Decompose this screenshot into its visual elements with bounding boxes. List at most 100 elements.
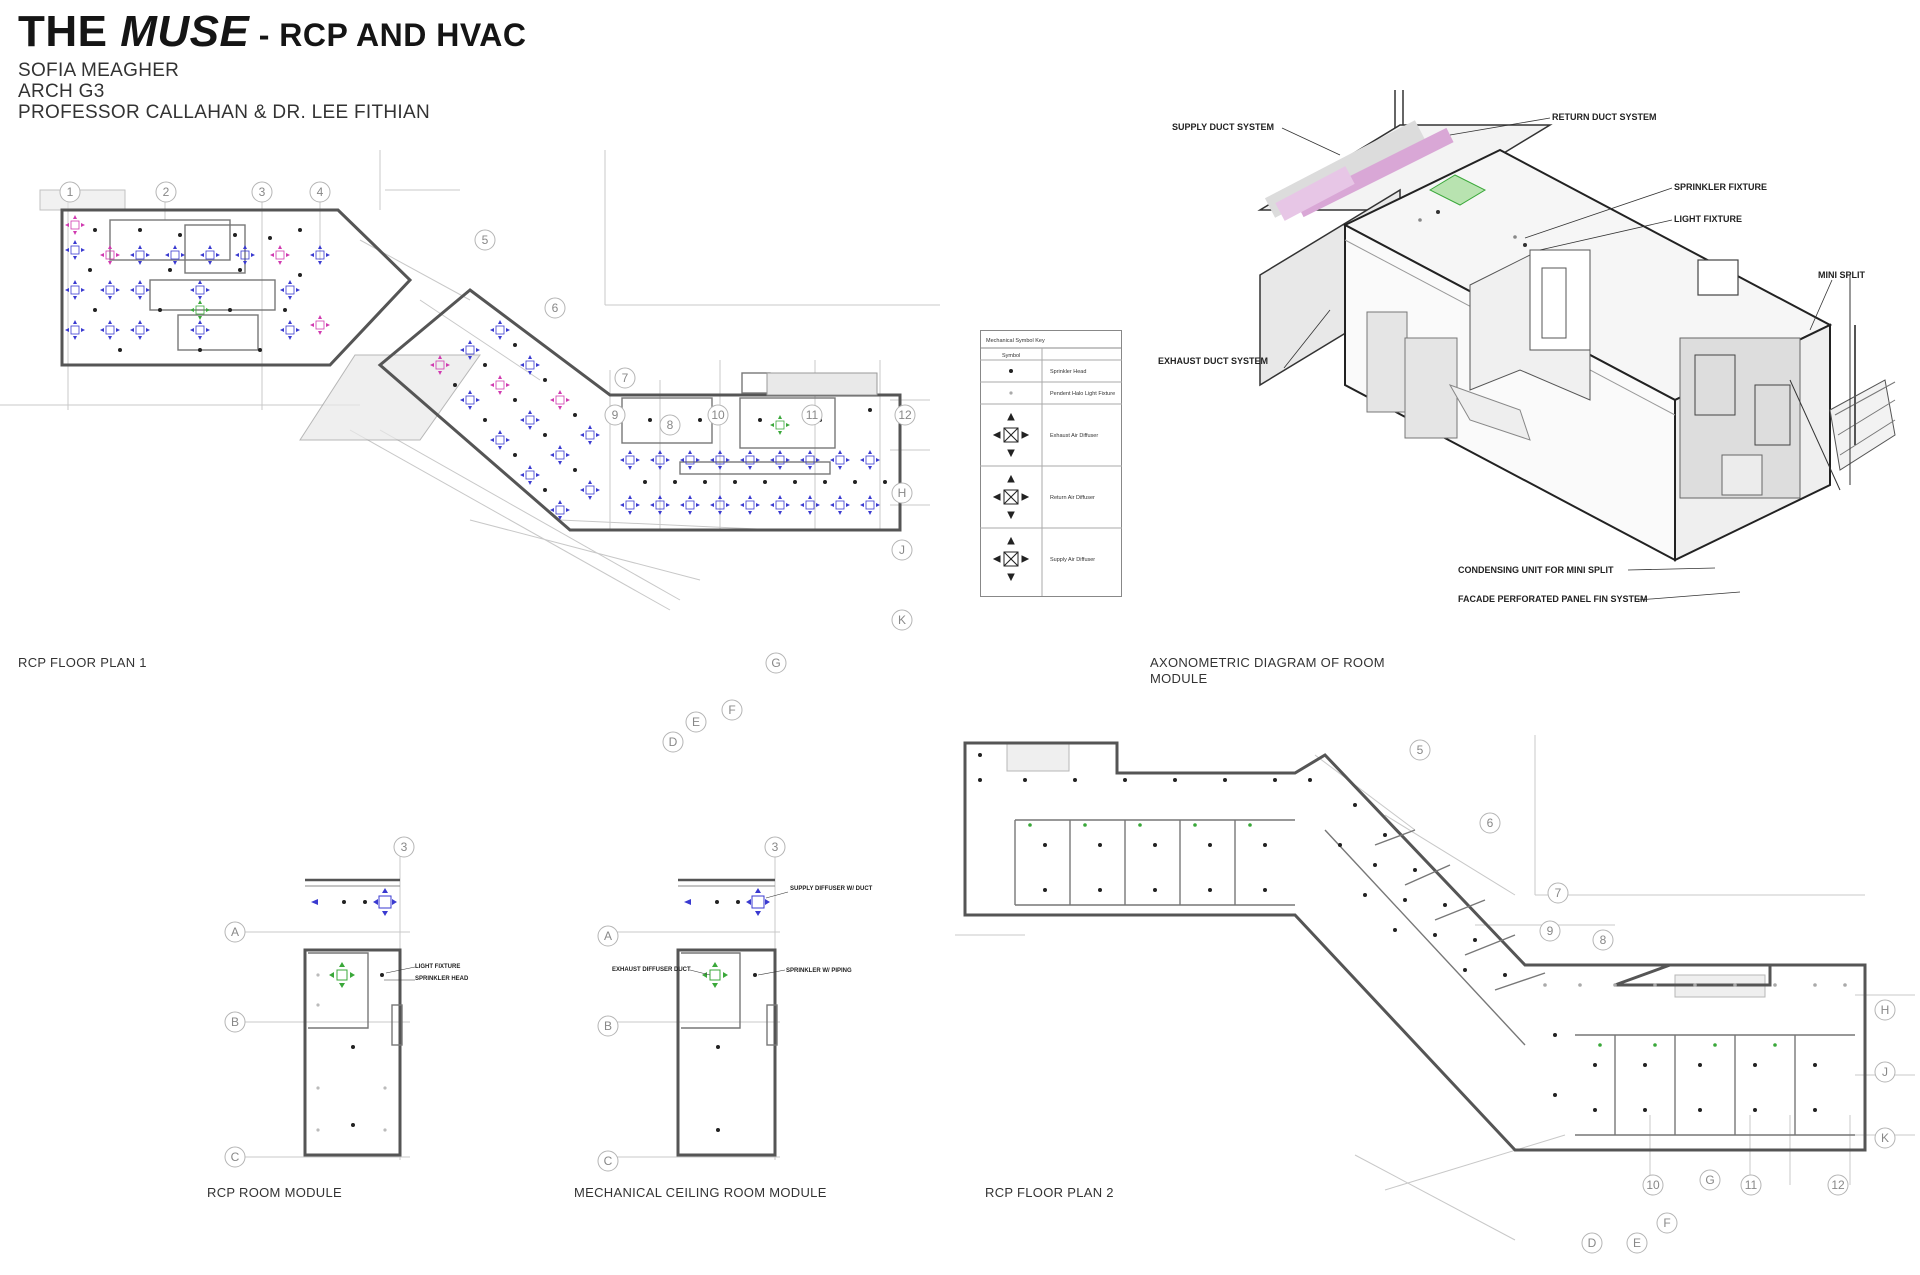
plan1-sprinkler-head [698, 418, 702, 422]
plan1-diffuser [860, 495, 880, 515]
plan1-diffuser [580, 425, 600, 445]
plan2-sprinkler-head [1338, 843, 1342, 847]
plan1-diffuser [520, 410, 540, 430]
plan2-sprinkler-head [1273, 778, 1277, 782]
plan1-sprinkler-head [758, 418, 762, 422]
plan1-diffuser [800, 450, 820, 470]
plan2-sprinkler-head [1403, 898, 1407, 902]
plan1-diffuser [680, 450, 700, 470]
plan1-diffuser [550, 445, 570, 465]
svg-text:8: 8 [667, 418, 674, 432]
rcp-module-exhaust-diffuser [329, 962, 355, 988]
plan1-grid-bubble-3: 3 [251, 181, 273, 203]
plan1-sprinkler-head [543, 433, 547, 437]
plan2-sprinkler-head [1263, 843, 1267, 847]
plan1-diffuser [200, 245, 220, 265]
plan2-sprinkler-head [1383, 833, 1387, 837]
key-row-exhaust: Exhaust Air Diffuser [1050, 433, 1098, 439]
plan2-grid-bubble-5: 5 [1409, 739, 1431, 761]
caption-rcp-room-module: RCP ROOM MODULE [207, 1185, 342, 1200]
plan2-exhaust-diffuser [1773, 1043, 1777, 1047]
plan2-sprinkler-head [1553, 1033, 1557, 1037]
svg-text:H: H [1881, 1003, 1890, 1017]
mechanical-ceiling-room-module: SUPPLY DIFFUSER W/ DUCT EXHAUST DIFFUSER… [597, 836, 873, 1172]
axonometric-diagram: SUPPLY DUCT SYSTEM RETURN DUCT SYSTEM SP… [1158, 90, 1896, 604]
plan2-grid-bubble-9: 9 [1539, 920, 1561, 942]
plan1-diffuser [100, 280, 120, 300]
plan2-sprinkler-head [1223, 778, 1227, 782]
plan1-grid-bubble-2: 2 [155, 181, 177, 203]
plan2-exhaust-diffuser [1028, 823, 1032, 827]
plan2-grid-bubble-7: 7 [1547, 882, 1569, 904]
rcp-module-grid-bubbles: 3 A B C [224, 836, 415, 1168]
plan1-sprinkler-head [233, 233, 237, 237]
plan1-sprinkler-head [118, 348, 122, 352]
plan2-exhaust-diffuser [1193, 823, 1197, 827]
plan1-diffuser [620, 450, 640, 470]
plan1-diffuser [490, 375, 510, 395]
plan1-diffuser [490, 430, 510, 450]
plan1-diffuser [100, 320, 120, 340]
plan1-diffuser [165, 245, 185, 265]
svg-text:7: 7 [1555, 886, 1562, 900]
plan2-grid-bubbles: 5 6 7 8 9 10 11 12 H J K G F E D [1409, 739, 1896, 1254]
svg-text:6: 6 [1487, 816, 1494, 830]
plan1-sprinkler-head [703, 480, 707, 484]
plan1-diffuser [310, 315, 330, 335]
page-title: THE MUSE - RCP AND HVAC [18, 10, 527, 54]
plan2-sprinkler-head [1553, 1093, 1557, 1097]
svg-text:C: C [604, 1154, 613, 1168]
title-italic: MUSE [120, 7, 250, 56]
plan1-exhaust-diffuser [190, 300, 210, 320]
plan1-grid-bubble-11: 11 [801, 404, 823, 426]
plan2-exhaust-diffuser [1138, 823, 1142, 827]
plan1-sprinkler-head [573, 413, 577, 417]
plan1-diffuser [490, 320, 510, 340]
plan1-sprinkler-head [733, 480, 737, 484]
svg-text:10: 10 [711, 408, 725, 422]
plan1-grid-bubble-e: E [685, 711, 707, 733]
plan1-grid-bubble-d: D [662, 731, 684, 753]
plan2-exhaust-diffuser [1598, 1043, 1602, 1047]
key-supply-symbol [992, 536, 1030, 582]
plan2-sprinkler-head [1503, 973, 1507, 977]
plan1-diffuser [460, 390, 480, 410]
plan2-sprinkler-head [1153, 843, 1157, 847]
plan2-sprinkler-head [1373, 863, 1377, 867]
plan1-diffuser [800, 495, 820, 515]
plan1-diffuser [740, 495, 760, 515]
axon-label-facade: FACADE PERFORATED PANEL FIN SYSTEM [1458, 594, 1648, 604]
plan1-grid-bubble-5: 5 [474, 229, 496, 251]
plan1-diffuser [130, 320, 150, 340]
plan1-diffuser [680, 495, 700, 515]
plan1-diffuser [280, 320, 300, 340]
plan1-grid-bubble-f: F [721, 699, 743, 721]
plan2-sprinkler-head [1433, 933, 1437, 937]
plan1-diffuser [860, 450, 880, 470]
plan1-grid-bubble-4: 4 [309, 181, 331, 203]
svg-text:11: 11 [1745, 1178, 1758, 1192]
plan2-sprinkler-head [1263, 888, 1267, 892]
title-subtitle: - RCP AND HVAC [249, 17, 527, 53]
plan1-sprinkler-head [543, 378, 547, 382]
plan1-grid-bubble-6: 6 [544, 297, 566, 319]
plan1-grid-bubble-8: 8 [659, 414, 681, 436]
caption-rcp-floor-plan-1: RCP FLOOR PLAN 1 [18, 655, 147, 670]
course-name: ARCH G3 [18, 81, 105, 102]
plan2-sprinkler-head [1698, 1063, 1702, 1067]
plan2-sprinkler-head [1363, 893, 1367, 897]
plan1-sprinkler-head [543, 488, 547, 492]
svg-text:G: G [771, 656, 780, 670]
plan2-sprinkler-head [1208, 888, 1212, 892]
plan1-diffuser [235, 245, 255, 265]
plan1-diffuser [65, 320, 85, 340]
plan2-light-fixture [1543, 983, 1547, 987]
plan2-sprinkler-head [1123, 778, 1127, 782]
plan1-sprinkler-head [258, 348, 262, 352]
rcp-module-bubble-b: B [224, 1011, 246, 1033]
plan1-diffuser [130, 280, 150, 300]
svg-text:B: B [604, 1019, 612, 1033]
plan1-diffuser [100, 245, 120, 265]
rcp-room-module: LIGHT FIXTURE SPRINKLER HEAD 3 A B C [224, 836, 469, 1168]
svg-text:2: 2 [163, 185, 170, 199]
